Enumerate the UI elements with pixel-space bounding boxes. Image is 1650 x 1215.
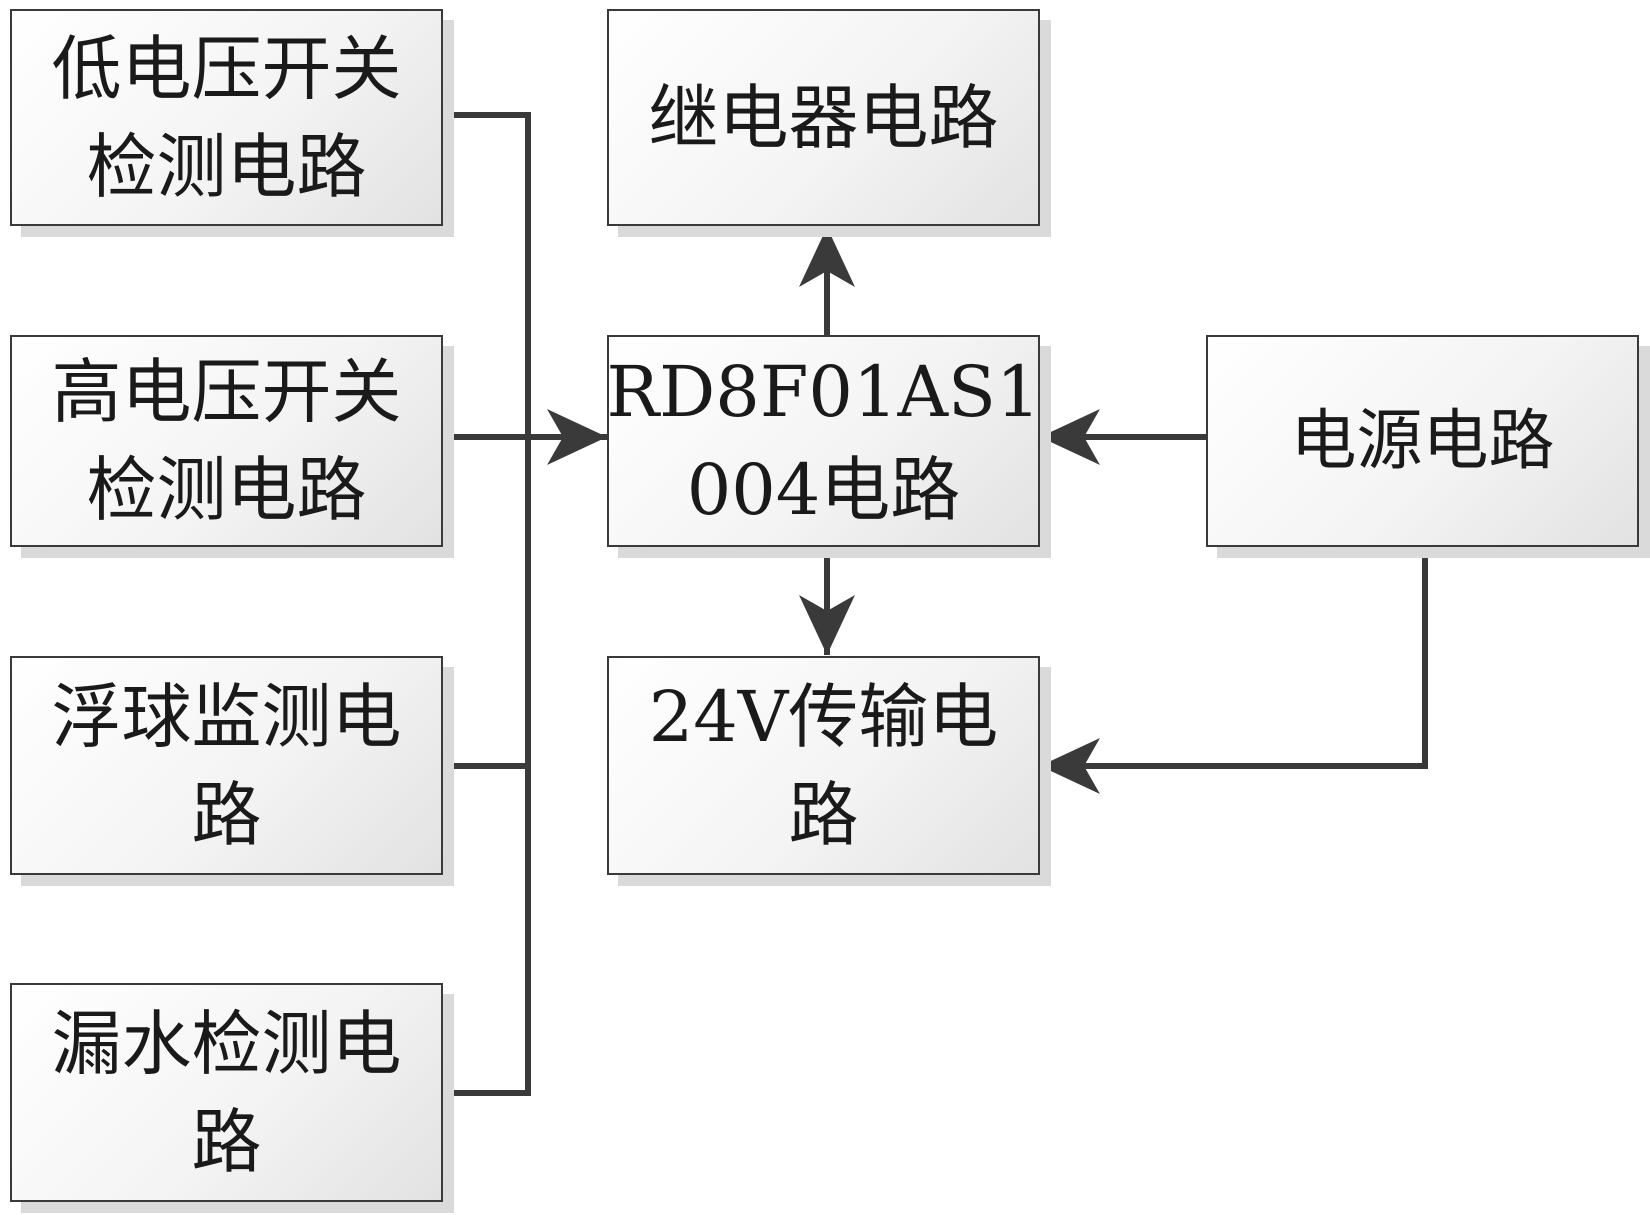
block-label-line-2: 路 <box>788 773 859 856</box>
block-label-line-2: 检测电路 <box>86 125 367 208</box>
block-label-line-1: 浮球监测电 <box>51 675 402 758</box>
block-label-line-1: 低电压开关 <box>51 27 402 110</box>
block-label-line-1: 漏水检测电 <box>51 1002 402 1085</box>
water-leak-detect-block: 漏水检测电 路 <box>10 983 443 1202</box>
power-supply-block: 电源电路 <box>1206 335 1639 547</box>
relay-circuit-block: 继电器电路 <box>607 9 1040 226</box>
block-label-line-1: 24V传输电 <box>648 675 999 758</box>
float-ball-monitor-block: 浮球监测电 路 <box>10 656 443 875</box>
block-label-line-2: 检测电路 <box>86 449 367 531</box>
block-label-line-2: 004电路 <box>686 449 961 531</box>
block-label-line-2: 路 <box>191 773 262 856</box>
low-voltage-switch-detect-block: 低电压开关 检测电路 <box>10 9 443 226</box>
block-label-line-1: RD8F01AS1 <box>606 351 1041 433</box>
input-bus <box>440 112 531 1096</box>
high-voltage-switch-detect-block: 高电压开关 检测电路 <box>10 335 443 547</box>
block-label-line-1: 继电器电路 <box>648 76 999 159</box>
block-label-line-2: 路 <box>191 1100 262 1183</box>
arrow-power-to-24v <box>1040 547 1428 794</box>
block-label-line-1: 高电压开关 <box>51 351 402 433</box>
transmission-24v-block: 24V传输电 路 <box>607 656 1040 875</box>
block-label-line-1: 电源电路 <box>1290 402 1555 479</box>
controller-circuit-block: RD8F01AS1 004电路 <box>606 335 1041 547</box>
